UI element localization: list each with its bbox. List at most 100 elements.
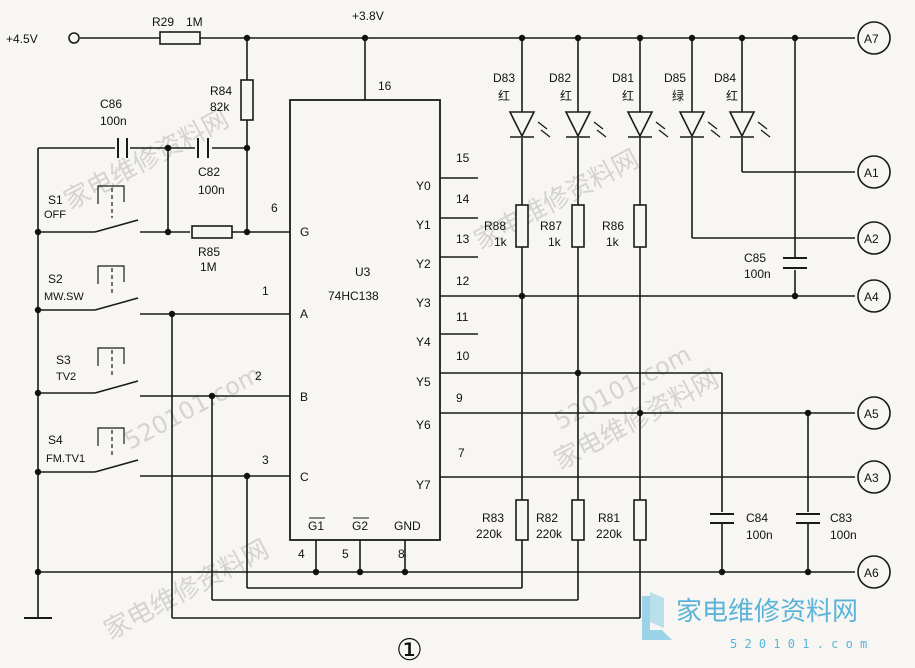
r84-value: 82k	[210, 100, 230, 114]
resistor-r88: R88 1k	[484, 204, 529, 249]
junction-dots	[34, 34, 812, 576]
d84-color: 红	[726, 88, 738, 103]
terminal-a3: A3	[857, 460, 891, 494]
r86-name: R86	[602, 219, 624, 233]
c86-value: 100n	[100, 114, 127, 128]
c85-value: 100n	[744, 267, 771, 281]
capacitor-c86: C86 100n	[100, 97, 128, 158]
supply-voltage-label: +3.8V	[352, 9, 384, 23]
terminal-a6: A6	[857, 555, 891, 589]
switch-s2: S2 MW.SW	[44, 265, 139, 311]
switch-s4: S4 FM.TV1	[46, 427, 139, 473]
ic-pin-c: C	[300, 470, 309, 484]
led-d81: D81 红	[612, 71, 669, 138]
a4-label: A4	[864, 290, 879, 304]
capacitor-c82: C82 100n	[197, 138, 225, 197]
resistor-r85: R85 1M	[191, 225, 233, 274]
ic-pin-y2: Y2	[416, 257, 431, 271]
ic-pin-y7: Y7	[416, 478, 431, 492]
terminal-a4: A4	[857, 279, 891, 313]
ic-pin-y6: Y6	[416, 418, 431, 432]
s4-name: S4	[48, 433, 63, 447]
a1-label: A1	[864, 166, 879, 180]
ic-pin-b: B	[300, 390, 308, 404]
r82-name: R82	[536, 511, 558, 525]
ic-pinnum-y0: 15	[456, 151, 470, 165]
ic-pin-y4: Y4	[416, 335, 431, 349]
ic-u3: U3 74HC138 G A B C G1 G2 GND Y0 Y1 Y2 Y3…	[255, 79, 470, 561]
ic-pinnum-y5: 10	[456, 349, 470, 363]
ic-pinnum-gnd: 8	[398, 547, 405, 561]
s1-name: S1	[48, 193, 63, 207]
ic-pin-g2: G2	[352, 519, 368, 533]
d81-name: D81	[612, 71, 634, 85]
r85-name: R85	[198, 245, 220, 259]
r82-value: 220k	[536, 527, 563, 541]
c84-name: C84	[746, 511, 768, 525]
figure-number: ①	[396, 633, 423, 668]
r87-value: 1k	[548, 235, 562, 249]
switch-s3: S3 TV2	[56, 347, 139, 394]
r85-value: 1M	[200, 260, 217, 274]
led-d82: D82 红	[549, 71, 607, 138]
c82-name: C82	[198, 165, 220, 179]
d83-name: D83	[493, 71, 515, 85]
d84-name: D84	[714, 71, 736, 85]
r83-value: 220k	[476, 527, 503, 541]
ic-pinnum-vcc: 16	[378, 79, 392, 93]
ic-pinnum-y7: 7	[458, 446, 465, 460]
ic-pinnum-y2: 13	[456, 232, 470, 246]
watermark-text-1: 家电维修资料网	[59, 104, 234, 216]
d85-name: D85	[664, 71, 686, 85]
d82-name: D82	[549, 71, 571, 85]
led-d83: D83 红	[493, 71, 551, 138]
c82-value: 100n	[198, 183, 225, 197]
terminal-a5: A5	[857, 396, 891, 430]
site-logo: 家电维修资料网 5 2 0 1 0 1 . c o m	[642, 592, 867, 651]
s4-label: FM.TV1	[46, 453, 85, 465]
r87-name: R87	[540, 219, 562, 233]
capacitor-c85: C85 100n	[744, 251, 807, 281]
c85-name: C85	[744, 251, 766, 265]
input-terminal	[68, 32, 80, 44]
ic-pinnum-c: 3	[262, 453, 269, 467]
resistor-r84: R84 82k	[210, 79, 254, 121]
logo-text: 家电维修资料网	[676, 597, 858, 627]
r81-value: 220k	[596, 527, 623, 541]
ic-pin-gnd: GND	[394, 519, 421, 533]
ic-pinnum-g: 6	[271, 201, 278, 215]
ic-pin-y1: Y1	[416, 218, 431, 232]
logo-url: 5 2 0 1 0 1 . c o m	[730, 637, 867, 651]
r84-name: R84	[210, 84, 232, 98]
c84-value: 100n	[746, 528, 773, 542]
r83-name: R83	[482, 511, 504, 525]
resistor-r81: R81 220k	[596, 499, 647, 541]
ic-pinnum-g2: 5	[342, 547, 349, 561]
s2-label: MW.SW	[44, 291, 84, 303]
a5-label: A5	[864, 407, 879, 421]
ic-pin-g: G	[300, 225, 309, 239]
r81-name: R81	[598, 511, 620, 525]
ic-pin-y0: Y0	[416, 179, 431, 193]
capacitor-c84: C84 100n	[710, 511, 773, 542]
r29-name: R29	[152, 15, 174, 29]
ic-part: 74HC138	[328, 289, 379, 303]
ic-pinnum-a: 1	[262, 284, 269, 298]
s2-name: S2	[48, 272, 63, 286]
ic-pinnum-y1: 14	[456, 192, 470, 206]
capacitor-c83: C83 100n	[796, 511, 857, 542]
terminal-a1: A1	[857, 155, 891, 189]
d83-color: 红	[498, 88, 510, 103]
a6-label: A6	[864, 566, 879, 580]
switch-s1: S1 OFF	[44, 185, 139, 233]
a3-label: A3	[864, 471, 879, 485]
ic-name: U3	[355, 265, 371, 279]
c83-name: C83	[830, 511, 852, 525]
ic-pin-g1: G1	[308, 519, 324, 533]
input-voltage-label: +4.5V	[6, 32, 38, 46]
ic-pin-y3: Y3	[416, 296, 431, 310]
ic-pin-y5: Y5	[416, 375, 431, 389]
ic-pin-a: A	[300, 307, 308, 321]
